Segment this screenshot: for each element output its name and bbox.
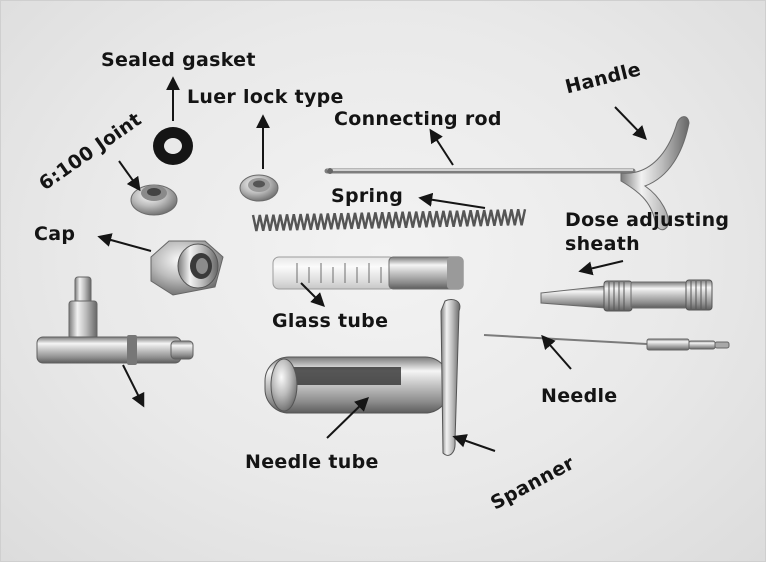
needle-part	[483, 334, 730, 351]
spanner-part	[440, 298, 461, 456]
label-sealed-gasket: Sealed gasket	[101, 49, 256, 71]
label-dose-adjusting-sheath: Dose adjusting sheath	[565, 209, 730, 255]
arrow-t-connector	[122, 364, 145, 408]
arrow-spring	[418, 192, 486, 209]
spring-part	[251, 208, 527, 232]
label-needle: Needle	[541, 385, 618, 407]
dose-adjusting-sheath-part	[540, 279, 713, 312]
label-luer-lock-type: Luer lock type	[187, 86, 344, 108]
arrow-handle	[614, 106, 647, 141]
cap-part	[150, 240, 224, 296]
connecting-rod-part	[324, 168, 636, 174]
arrow-needle-tube	[326, 397, 370, 439]
t-connector-part	[36, 276, 194, 365]
arrow-connecting-rod	[429, 128, 454, 166]
label-spring: Spring	[331, 185, 404, 207]
label-connecting-rod: Connecting rod	[334, 108, 502, 130]
sealed-gasket-part	[153, 127, 193, 165]
arrow-needle	[541, 334, 572, 370]
label-cap: Cap	[34, 223, 76, 245]
arrow-glass-tube	[300, 282, 325, 307]
arrow-cap	[97, 233, 152, 252]
arrow-joint	[118, 160, 141, 192]
glass-tube-part	[272, 256, 464, 290]
needle-tube-part	[264, 356, 450, 414]
handle-part	[620, 116, 690, 231]
arrow-spanner	[452, 434, 496, 452]
luer-lock-part	[239, 174, 279, 202]
callout-arrows	[97, 76, 647, 452]
arrow-dose-adjusting-sheath	[578, 260, 624, 276]
label-glass-tube: Glass tube	[272, 310, 389, 332]
label-needle-tube: Needle tube	[245, 451, 379, 473]
joint-part	[130, 184, 178, 216]
